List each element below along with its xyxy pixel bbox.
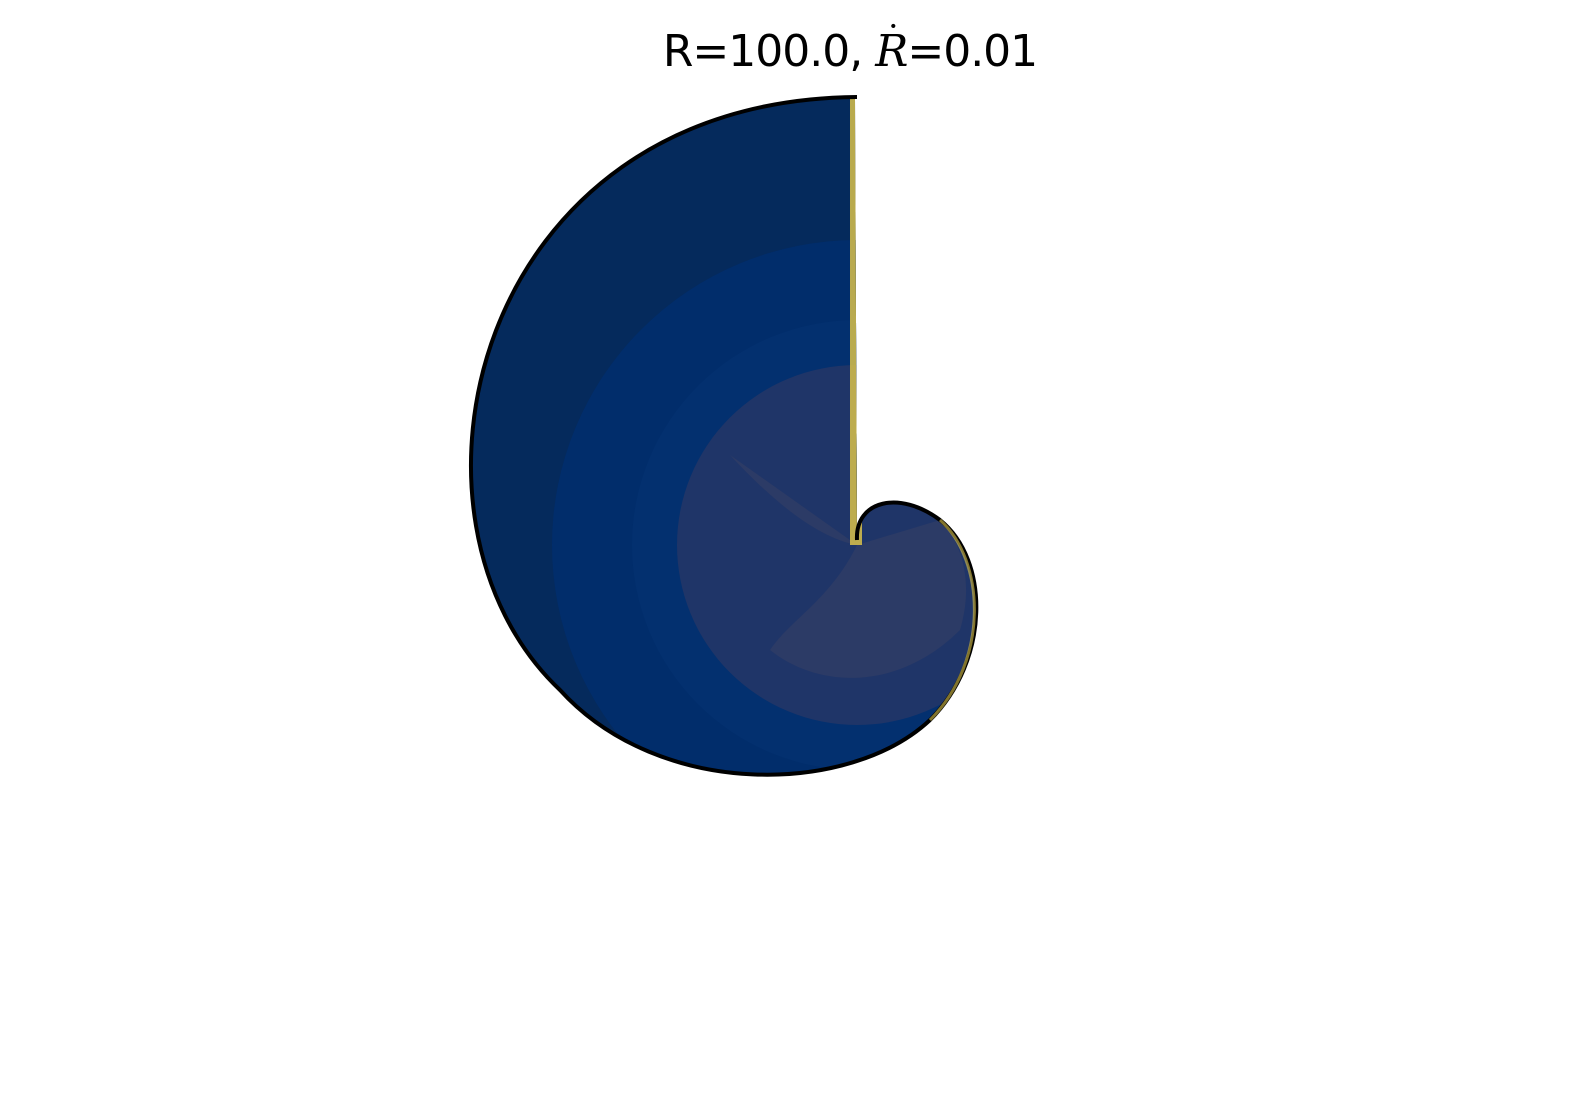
dot-accent: · (888, 7, 898, 45)
plot-title: R=100.0, ·R=0.01 (0, 10, 1591, 77)
title-prefix: R=100.0, (662, 26, 876, 77)
core-light-lobe (730, 455, 967, 678)
title-suffix: =0.01 (907, 26, 1038, 77)
seam-highlight (850, 97, 862, 545)
r-dot-symbol: ·R (875, 10, 908, 77)
inner-edge-glow (928, 518, 976, 722)
shell-fill-group (470, 97, 977, 775)
title-symbol: R (875, 26, 908, 77)
